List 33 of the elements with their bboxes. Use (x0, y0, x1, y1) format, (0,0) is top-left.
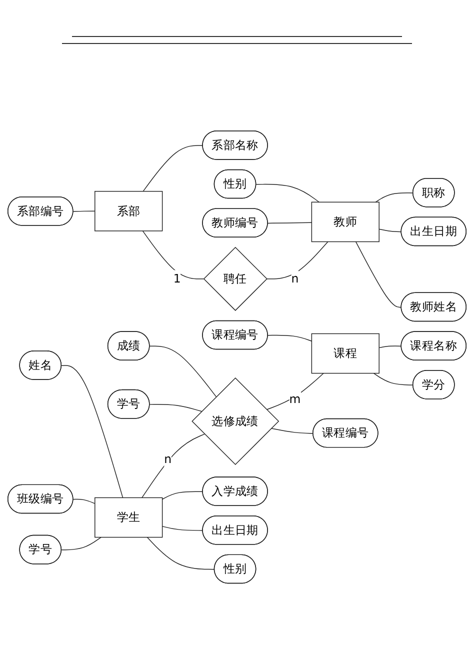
connector (266, 372, 324, 410)
connector (162, 526, 204, 531)
connector (355, 241, 402, 308)
connector (142, 230, 204, 280)
connector (61, 536, 102, 550)
node-box: 系部 (94, 190, 163, 232)
connector (149, 346, 217, 398)
connector (373, 372, 414, 386)
connector (268, 222, 312, 224)
connector (162, 491, 204, 500)
edge-label: n (291, 272, 299, 286)
connector (378, 228, 402, 232)
connector (266, 241, 328, 280)
node-box: 教师 (311, 202, 380, 242)
connector (149, 404, 202, 412)
connector (142, 145, 204, 192)
node-diamond: 聘任 (203, 246, 268, 311)
connector (268, 334, 312, 342)
edge-label: n (164, 452, 172, 466)
edge-label: m (289, 392, 301, 406)
node-box: 学生 (94, 497, 163, 538)
edge-label: 1 (173, 272, 181, 286)
connector (61, 365, 124, 498)
connector (270, 428, 314, 434)
node-diamond: 选修成绩 (192, 377, 280, 465)
connector (142, 434, 205, 498)
connector (146, 536, 215, 570)
connector (256, 184, 320, 202)
connector (378, 346, 402, 348)
connector (72, 498, 96, 504)
connector (375, 192, 414, 202)
connector (72, 210, 96, 212)
node-box: 课程 (311, 333, 380, 374)
